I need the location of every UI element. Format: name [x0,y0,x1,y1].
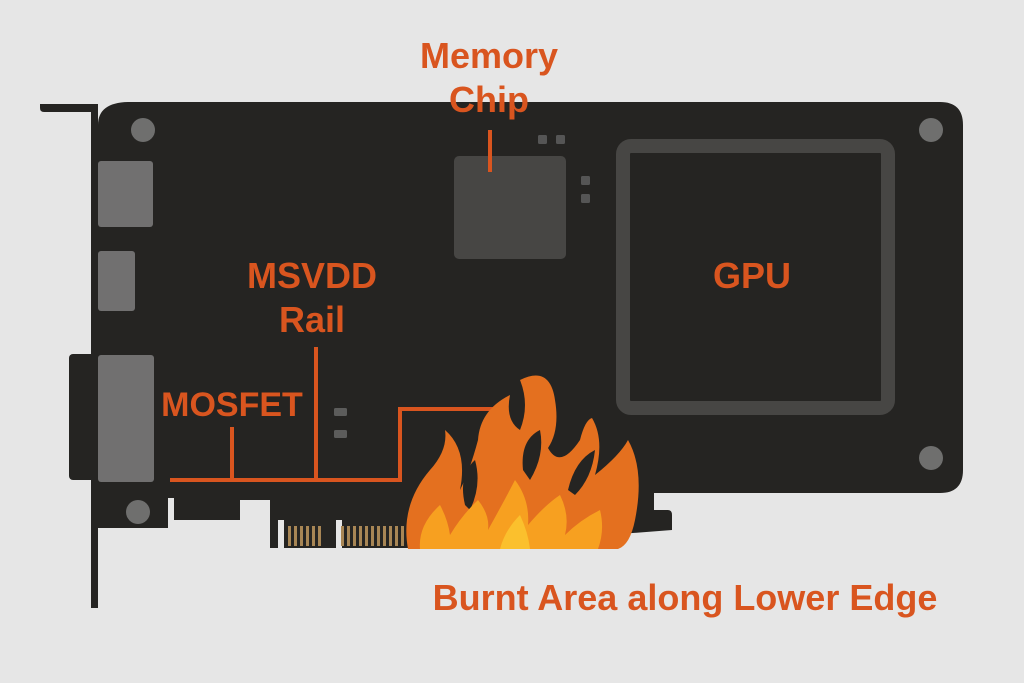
io-port [98,161,153,227]
mounting-bracket [40,104,98,608]
trace-lines [170,130,500,482]
memory-chip-label-line1: Memory [420,35,558,76]
screw-hole [131,118,155,142]
msvdd-rail-label-line1: MSVDD [247,255,377,296]
pcie-connector [284,500,420,548]
smd-component [556,135,565,144]
burnt-area-label: Burnt Area along Lower Edge [433,577,938,618]
smd-component [334,430,347,438]
io-port [98,355,154,482]
fire-icon [406,375,639,549]
smd-component [334,408,347,416]
gpu-label: GPU [713,255,791,296]
msvdd-rail-label-line2: Rail [279,299,345,340]
gold-fingers [288,526,404,546]
mosfet-label: MOSFET [161,386,303,424]
screw-hole [919,118,943,142]
screw-hole [126,500,150,524]
memory-chip-label-line2: Chip [449,79,529,120]
memory-chip [454,156,566,259]
gpu-die [616,139,895,415]
smd-component [538,135,547,144]
screw-hole [919,446,943,470]
smd-component [581,194,590,203]
smd-component [581,176,590,185]
io-port [98,251,135,311]
